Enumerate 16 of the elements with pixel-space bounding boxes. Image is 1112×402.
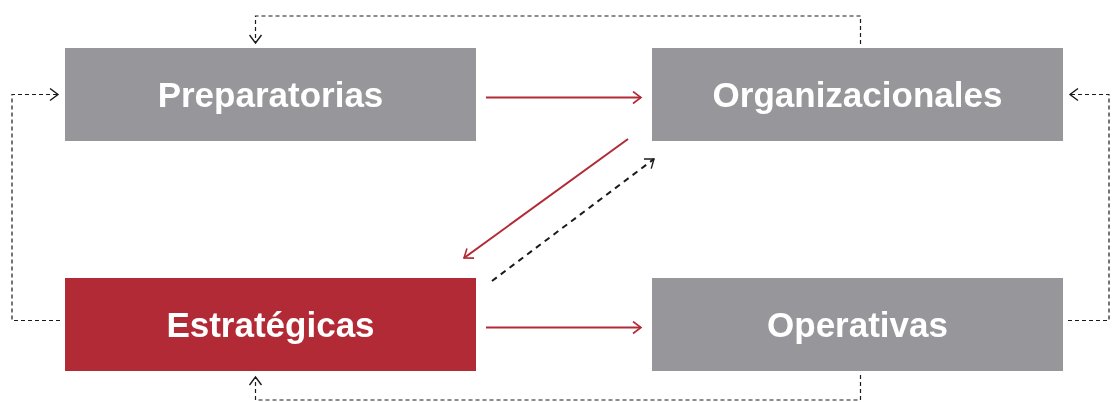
process-box bbox=[65, 278, 476, 371]
arrow bbox=[485, 320, 642, 335]
arrow bbox=[463, 138, 629, 259]
arrow bbox=[248, 374, 862, 401]
arrow bbox=[11, 87, 61, 322]
arrow bbox=[1067, 87, 1110, 322]
box-label: Organizacionales bbox=[712, 77, 1003, 112]
box-label: Preparatorias bbox=[157, 77, 384, 112]
box-label: Operativas bbox=[767, 307, 948, 342]
arrow bbox=[248, 15, 862, 45]
process-box bbox=[652, 278, 1063, 371]
process-box bbox=[652, 48, 1063, 141]
arrow bbox=[485, 90, 642, 105]
arrow bbox=[491, 158, 655, 282]
box-label: Estratégicas bbox=[166, 307, 375, 342]
process-box bbox=[65, 48, 476, 141]
